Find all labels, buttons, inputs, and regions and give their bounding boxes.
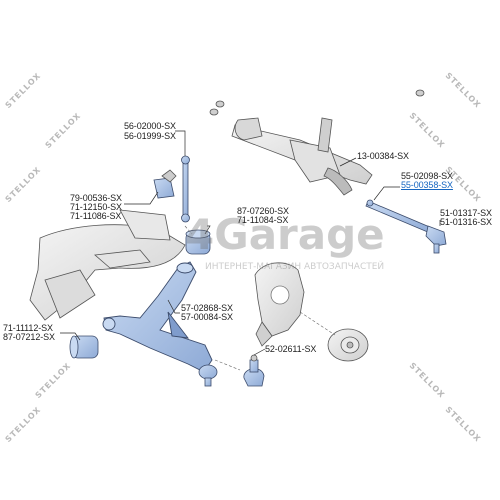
part-number-label[interactable]: 57-02868-SX (181, 303, 233, 313)
part-number-label[interactable]: 55-02098-SX (401, 171, 453, 181)
stabilizer-link (181, 155, 190, 223)
part-number-label[interactable]: 71-11086-SX (70, 211, 122, 221)
steering-rack (209, 89, 425, 196)
arm-ball-joint (198, 364, 218, 387)
tie-rod (365, 199, 433, 234)
tie-rod-end (425, 225, 447, 254)
watermark-title: 4Garage (185, 210, 385, 259)
ball-joint (243, 354, 265, 387)
part-number-label[interactable]: 71-11084-SX (237, 215, 289, 225)
part-number-label[interactable]: 71-11112-SX (3, 323, 53, 333)
part-number-label[interactable]: 79-00536-SX (70, 193, 122, 203)
part-number-label[interactable]: 13-00384-SX (357, 151, 409, 161)
stabilizer-bushing (153, 169, 177, 199)
rear-arm-bushing (185, 229, 211, 255)
front-arm-bushing (69, 335, 99, 359)
steering-knuckle (254, 262, 305, 347)
part-number-label[interactable]: 87-07212-SX (3, 332, 55, 342)
subframe (29, 209, 186, 321)
dashed-assembly-lines (184, 225, 336, 371)
part-number-label[interactable]: 56-01999-SX (124, 131, 176, 141)
part-number-link-highlighted[interactable]: 55-00358-SX (401, 180, 453, 190)
part-number-label[interactable]: 51-01316-SX (440, 217, 492, 227)
part-number-label[interactable]: 71-12150-SX (70, 202, 122, 212)
part-number-label[interactable]: 87-07260-SX (237, 206, 289, 216)
wheel-hub (327, 328, 369, 362)
lower-control-arm (102, 261, 213, 373)
part-number-label[interactable]: 52-02611-SX (265, 344, 317, 354)
part-number-label[interactable]: 51-01317-SX (440, 208, 492, 218)
leader-lines (60, 130, 441, 356)
watermark-subtitle: ИНТЕРНЕТ-МАГАЗИН АВТОЗАПЧАСТЕЙ (205, 262, 385, 272)
part-number-label[interactable]: 56-02000-SX (124, 121, 176, 131)
part-number-label[interactable]: 57-00084-SX (181, 312, 233, 322)
